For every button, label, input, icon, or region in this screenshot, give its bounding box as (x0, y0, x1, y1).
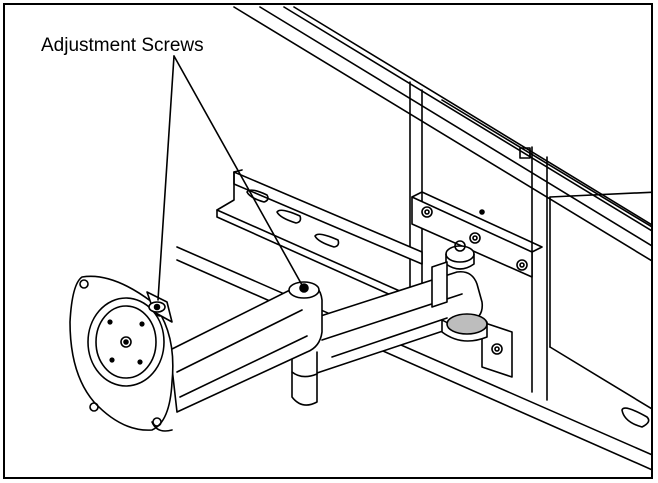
vesa-plate (69, 275, 174, 432)
figure-frame: Adjustment Screws (3, 3, 653, 479)
callout-label: Adjustment Screws (41, 35, 204, 56)
wall-plate (411, 191, 543, 378)
callout-leaders (157, 55, 303, 301)
arm-rear (291, 240, 488, 406)
arm-front (169, 281, 323, 413)
slotted-rail (216, 169, 423, 301)
wall-mount-arm-illustration (69, 6, 651, 471)
wall-frame (176, 6, 651, 471)
